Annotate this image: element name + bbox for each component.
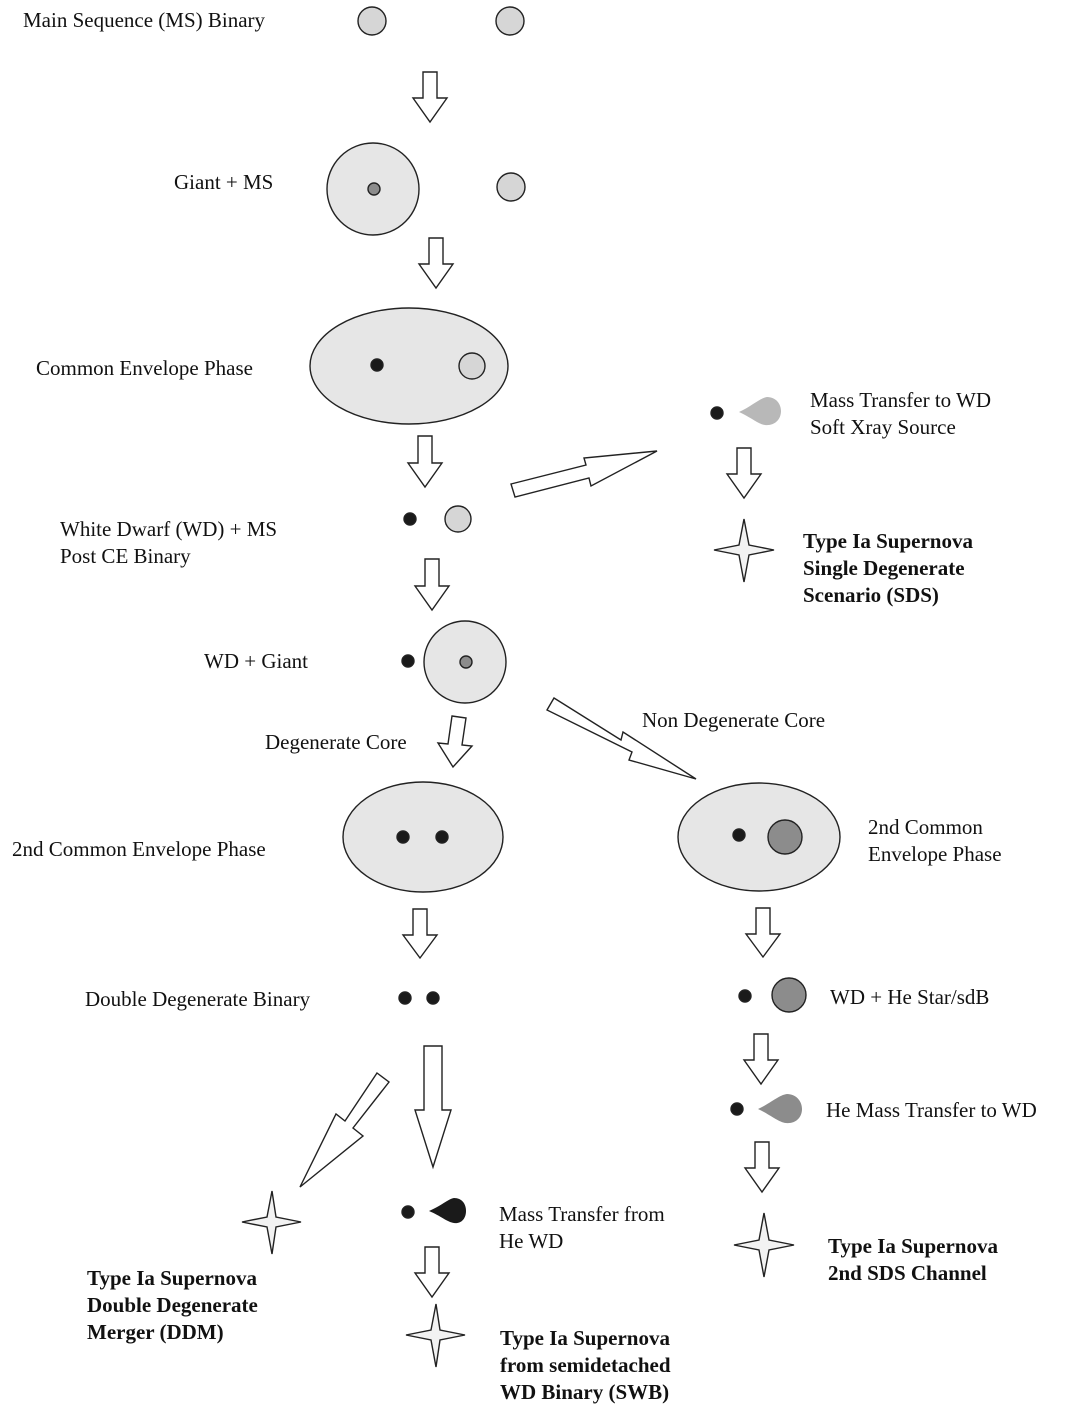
label-non-degenerate-core: Non Degenerate Core	[642, 708, 826, 732]
wd-dot-2	[401, 654, 415, 668]
label-wd-giant: WD + Giant	[204, 649, 308, 673]
label-common-envelope: Common Envelope Phase	[36, 356, 253, 380]
ce-wd-core	[370, 358, 384, 372]
supernova-ddm	[241, 1190, 302, 1255]
arrow-non-degenerate-core	[546, 697, 697, 780]
arrow-ce-to-dd	[401, 908, 439, 960]
label-mass-transfer-wd: Mass Transfer to WD Soft Xray Source	[810, 387, 991, 441]
label-mass-transfer-he-wd-line1: Mass Transfer from	[499, 1202, 665, 1226]
ms-companion	[496, 172, 526, 202]
arrow-degenerate-core	[436, 715, 474, 769]
label-outcome-swb-line2: from semidetached	[500, 1353, 671, 1377]
label-outcome-swb: Type Ia Supernova from semidetached WD B…	[500, 1325, 671, 1406]
ms-star	[444, 505, 472, 533]
arrow-ce-to-wdms	[406, 435, 444, 489]
label-double-degenerate: Double Degenerate Binary	[85, 987, 311, 1011]
label-mass-transfer-he-wd: Mass Transfer from He WD	[499, 1201, 665, 1255]
giant-core-2	[459, 655, 473, 669]
label-mass-transfer-he-wd-line2: He WD	[499, 1229, 564, 1253]
label-wd-he-star: WD + He Star/sdB	[830, 985, 990, 1009]
giant-core	[367, 182, 381, 196]
mt-teardrop	[739, 397, 781, 426]
dd-wd-b	[426, 991, 440, 1005]
second-ce-left-wd-b	[435, 830, 449, 844]
label-mass-transfer-wd-line2: Soft Xray Source	[810, 415, 956, 439]
ms-star-a	[357, 6, 387, 36]
hemt-wd	[730, 1102, 744, 1116]
hewd-teardrop	[429, 1198, 466, 1224]
label-outcome-swb-line1: Type Ia Supernova	[500, 1326, 670, 1350]
ce-ms-star	[458, 352, 486, 380]
arrow-ms-to-giant	[411, 71, 449, 124]
arrow-dd-to-ddm	[299, 1071, 390, 1188]
label-outcome-sds-line2: Single Degenerate	[803, 556, 965, 580]
label-he-mass-transfer: He Mass Transfer to WD	[826, 1098, 1037, 1122]
hewd-wd	[401, 1205, 415, 1219]
arrow-ce-to-wdhe	[744, 907, 782, 959]
supernova-sds2	[733, 1212, 795, 1278]
label-outcome-sds-line1: Type Ia Supernova	[803, 529, 973, 553]
arrow-to-mass-transfer	[510, 450, 658, 498]
label-mass-transfer-wd-line1: Mass Transfer to WD	[810, 388, 992, 412]
arrow-mt-to-sds	[725, 447, 763, 500]
supernova-swb	[405, 1303, 466, 1368]
label-outcome-sds: Type Ia Supernova Single Degenerate Scen…	[803, 528, 973, 609]
label-outcome-sds2: Type Ia Supernova 2nd SDS Channel	[828, 1233, 998, 1287]
wdhe-he-star	[771, 977, 807, 1013]
label-outcome-swb-line3: WD Binary (SWB)	[500, 1380, 670, 1404]
wdhe-wd	[738, 989, 752, 1003]
label-giant-ms: Giant + MS	[174, 170, 274, 194]
label-outcome-sds2-line2: 2nd SDS Channel	[828, 1261, 987, 1285]
arrow-wdms-to-wdgiant	[413, 558, 451, 612]
label-outcome-ddm-line1: Type Ia Supernova	[87, 1266, 257, 1290]
second-ce-left-wd-a	[396, 830, 410, 844]
label-degenerate-core: Degenerate Core	[265, 730, 407, 754]
label-outcome-ddm-line3: Merger (DDM)	[87, 1320, 224, 1344]
label-ms-binary: Main Sequence (MS) Binary	[23, 8, 266, 32]
second-ce-right	[677, 782, 841, 892]
label-wd-ms: White Dwarf (WD) + MS Post CE Binary	[60, 516, 277, 570]
ms-star-b	[495, 6, 525, 36]
arrow-hemt-to-sds2	[743, 1141, 781, 1194]
arrow-hewd-to-swb	[413, 1246, 451, 1299]
hemt-teardrop	[758, 1094, 802, 1124]
wd-dot	[403, 512, 417, 526]
second-ce-left	[342, 781, 504, 893]
label-outcome-sds-line3: Scenario (SDS)	[803, 583, 939, 607]
label-second-ce-right: 2nd Common Envelope Phase	[868, 814, 1002, 868]
label-wd-ms-line1: White Dwarf (WD) + MS	[60, 517, 278, 541]
label-outcome-ddm-line2: Double Degenerate	[87, 1293, 258, 1317]
supernova-sds	[713, 518, 775, 583]
arrow-dd-to-swb	[414, 1045, 452, 1170]
arrow-giant-to-ce	[417, 237, 455, 290]
dd-wd-a	[398, 991, 412, 1005]
mt-wd-dot	[710, 406, 724, 420]
second-ce-right-he	[767, 819, 803, 855]
common-envelope	[309, 307, 509, 425]
label-outcome-ddm: Type Ia Supernova Double Degenerate Merg…	[87, 1265, 258, 1346]
label-wd-ms-line2: Post CE Binary	[60, 544, 191, 568]
label-second-ce-right-line2: Envelope Phase	[868, 842, 1002, 866]
label-second-ce-right-line1: 2nd Common	[868, 815, 983, 839]
label-outcome-sds2-line1: Type Ia Supernova	[828, 1234, 998, 1258]
label-second-ce-left: 2nd Common Envelope Phase	[12, 837, 266, 861]
arrow-wdhe-to-hemt	[742, 1033, 780, 1086]
second-ce-right-wd	[732, 828, 746, 842]
